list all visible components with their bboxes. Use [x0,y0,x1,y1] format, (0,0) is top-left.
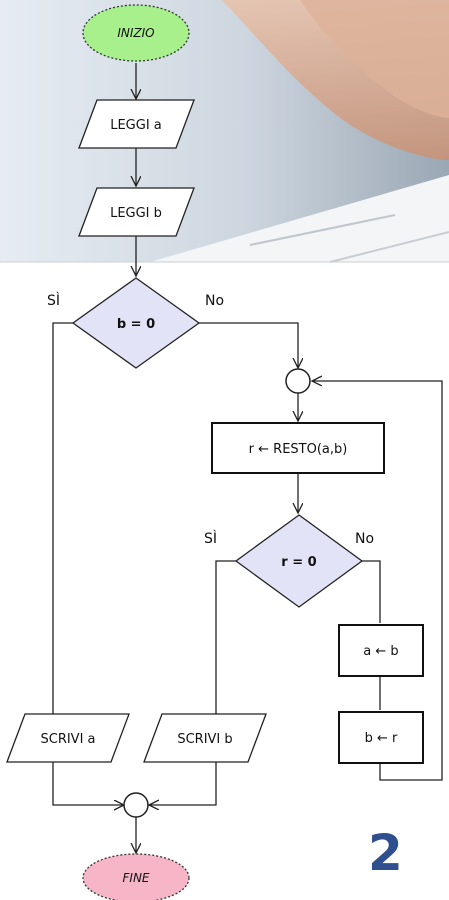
decision-r-label: r = 0 [281,555,316,570]
write-a-node: SCRIVI a [6,713,130,763]
slide-number: 2 [368,824,403,882]
decision-r-node: r = 0 [234,514,364,608]
write-b-label: SCRIVI b [177,732,232,747]
decision-r-no-label: No [355,531,374,547]
write-a-label: SCRIVI a [40,732,95,747]
compute-remainder-label: r ← RESTO(a,b) [249,442,348,457]
decision-b-node: b = 0 [71,277,201,369]
loop-connector [285,368,311,394]
read-b-node: LEGGI b [78,187,195,237]
assign-a-node: a ← b [338,624,424,677]
flow-edges [52,63,443,853]
compute-remainder-node: r ← RESTO(a,b) [211,422,385,474]
decision-r-yes-label: SÌ [204,530,217,547]
merge-connector [123,792,149,818]
assign-a-label: a ← b [363,644,398,659]
header-photo [0,0,449,263]
read-a-node: LEGGI a [78,99,195,149]
end-terminal: FINE [82,853,190,900]
decision-b-label: b = 0 [117,317,155,332]
start-terminal: INIZIO [82,4,190,62]
decision-b-no-label: No [205,293,224,309]
assign-b-node: b ← r [338,711,424,764]
end-label: FINE [123,871,150,885]
decision-b-yes-label: SÌ [47,292,60,309]
assign-b-label: b ← r [365,731,398,746]
read-a-label: LEGGI a [110,118,162,133]
write-b-node: SCRIVI b [143,713,267,763]
start-label: INIZIO [117,26,154,40]
read-b-label: LEGGI b [110,206,162,221]
